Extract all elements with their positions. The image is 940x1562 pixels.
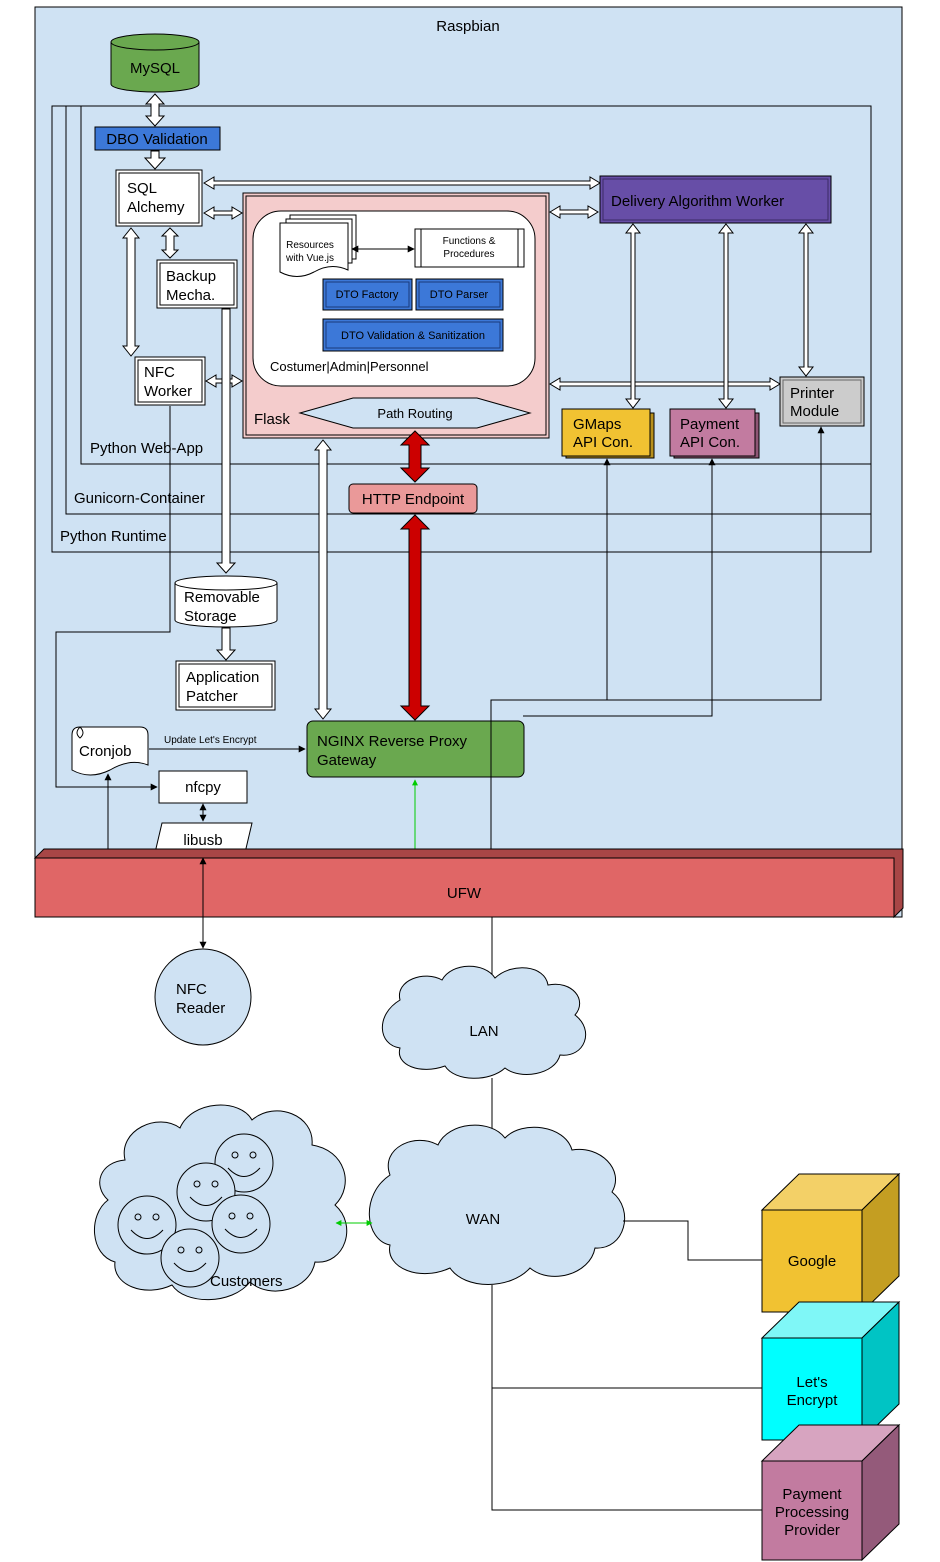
flask-delivery-arrow	[549, 205, 599, 219]
ufw-bar	[34, 857, 895, 918]
http-endpoint-box	[348, 483, 478, 514]
nginx-printer-line	[491, 426, 825, 701]
dto-factory-label: DTO Factory	[336, 289, 399, 301]
gunicorn-label: Gunicorn-Container	[74, 490, 205, 507]
path-routing-label: Path Routing	[377, 406, 452, 421]
google-cube: Google	[760, 1172, 901, 1314]
mysql-dbo-arrow	[144, 93, 166, 127]
nginx-payment-line	[523, 458, 716, 717]
dto-validation-label: DTO Validation & Sanitization	[341, 330, 485, 342]
mysql-database: MySQL	[110, 33, 200, 93]
delivery-payment-arrow	[717, 223, 735, 409]
google-label: Google	[788, 1253, 836, 1270]
backup-box	[156, 259, 238, 309]
dto-parser-label: DTO Parser	[430, 289, 489, 301]
svg-text:Functions &Procedures: Functions &Procedures	[443, 236, 496, 260]
dbo-validation-box	[94, 126, 221, 151]
endpoint-nginx-red-arrow	[399, 514, 431, 721]
http-endpoint-label: HTTP Endpoint	[362, 491, 465, 508]
ufw-label: UFW	[447, 885, 482, 902]
delivery-printer-arrow	[797, 223, 815, 377]
customer-face-4	[211, 1194, 271, 1254]
storage-patcher-arrow	[215, 627, 237, 661]
nfc-reader-circle	[154, 948, 252, 1046]
nfcpy-label: nfcpy	[185, 779, 221, 796]
lan-label: LAN	[469, 1023, 498, 1040]
roles-label: Costumer|Admin|Personnel	[270, 359, 429, 374]
wan-cloud	[368, 1124, 626, 1285]
payment-api-box	[669, 408, 756, 457]
flask-label: Flask	[254, 411, 290, 428]
cronjob-label: Cronjob	[79, 743, 132, 760]
raspbian-label: Raspbian	[436, 18, 499, 35]
update-letsencrypt-label: Update Let's Encrypt	[164, 735, 257, 746]
functions-box: Functions &Procedures	[414, 228, 525, 268]
nfcpy-box	[158, 770, 248, 804]
sql-alchemy-box	[115, 169, 203, 227]
sql-backup-arrow	[160, 227, 180, 259]
nginx-box	[306, 720, 525, 778]
sql-nfc-arrow	[121, 227, 141, 357]
gmaps-box	[561, 408, 651, 457]
lan-cloud	[381, 965, 587, 1079]
dbo-validation-label: DBO Validation	[106, 131, 207, 148]
flask-nginx-arrow	[313, 439, 333, 720]
mysql-label: MySQL	[130, 60, 180, 77]
printer-box	[779, 376, 865, 427]
sql-flask-arrow	[203, 206, 243, 220]
path-routing-shape	[298, 397, 532, 429]
customers-label: Customers	[210, 1273, 283, 1290]
nfcworker-nfcpy-line	[55, 406, 171, 791]
dto-validation-box	[322, 318, 504, 352]
dto-parser-box	[415, 278, 504, 311]
routing-endpoint-red-arrow	[399, 430, 431, 483]
dbo-sql-arrow	[143, 150, 167, 170]
delivery-gmaps-arrow	[624, 223, 642, 409]
nfc-worker-box	[134, 356, 206, 406]
wan-label: WAN	[466, 1211, 500, 1228]
libusb-label: libusb	[183, 832, 222, 849]
cronjob-shape: Cronjob	[71, 726, 149, 776]
delivery-worker-label: Delivery Algorithm Worker	[611, 193, 784, 210]
python-webapp-label: Python Web-App	[90, 440, 203, 457]
app-patcher-box	[175, 660, 276, 711]
backup-storage-arrow	[215, 308, 237, 574]
python-runtime-label: Python Runtime	[60, 528, 167, 545]
python-webapp-frame	[80, 105, 872, 465]
dto-factory-box	[322, 278, 413, 311]
delivery-worker-box	[599, 175, 832, 224]
